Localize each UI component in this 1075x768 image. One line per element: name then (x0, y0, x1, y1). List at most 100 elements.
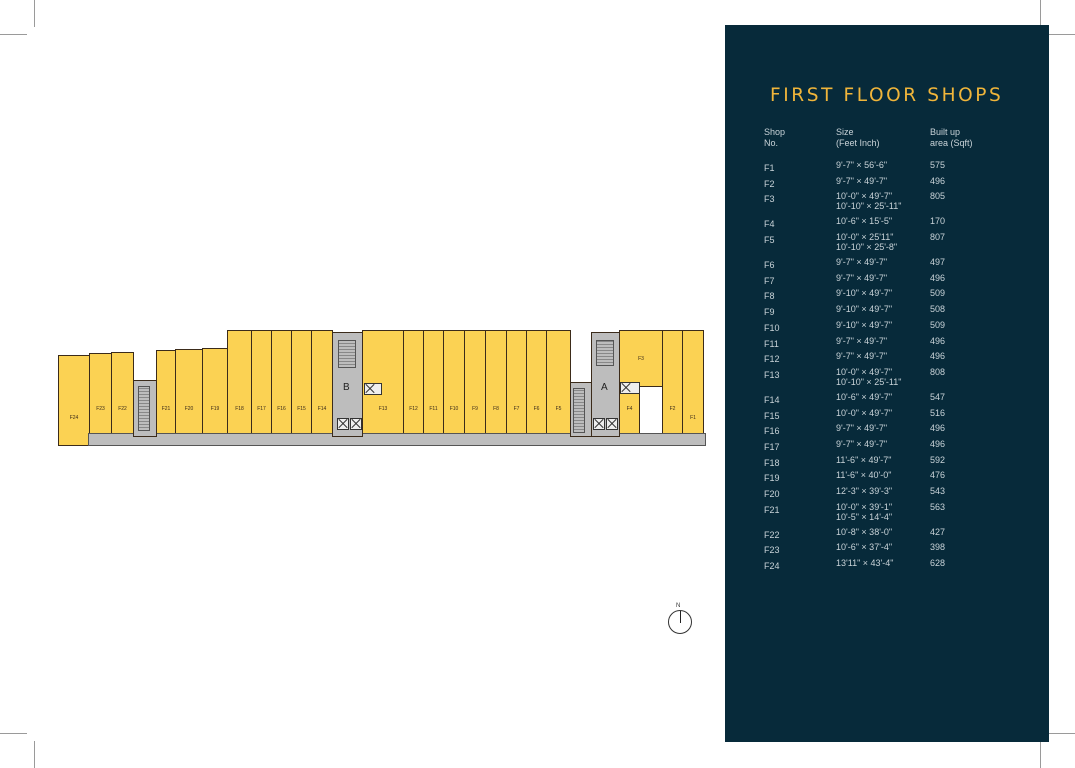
shop-number: F14 (764, 394, 780, 405)
shop-label: F9 (472, 406, 478, 412)
shop-size: 10'-6" × 37'-4" (836, 542, 892, 552)
shop-size: 9'-7" × 49'-7" (836, 273, 887, 283)
shop-number: F23 (764, 545, 780, 556)
size-line: 12'-3" × 39'-3" (836, 486, 893, 496)
shop-unit: F2 (662, 330, 683, 437)
size-line: 10'-0" × 25'11" (836, 232, 894, 243)
shop-number: F1 (764, 163, 775, 173)
shop-unit: F18 (227, 330, 252, 437)
size-line: 10'-5" × 14'-4" (836, 511, 893, 522)
lift-icon (364, 383, 382, 395)
size-line: 9'-7" × 49'-7" (836, 175, 888, 186)
staircase-icon (138, 386, 150, 431)
shop-unit: F16 (271, 330, 292, 437)
shop-size: 9'-7" × 49'-7" (836, 423, 887, 433)
shop-unit: F21 (156, 350, 176, 437)
size-line: 9'-7" × 49'-7" (836, 257, 888, 268)
size-line: 9'-7" × 49'-7" (836, 438, 888, 449)
built-up-area: 496 (930, 335, 946, 346)
shop-label: F18 (235, 406, 244, 412)
size-line: 10'-10" × 25'-11" (836, 376, 902, 387)
shop-number: F24 (764, 561, 780, 572)
built-up-area: 496 (930, 272, 946, 283)
shop-size: 12'-3" × 39'-3" (836, 486, 892, 496)
shop-number: F12 (764, 354, 780, 365)
built-up-area: 508 (930, 304, 946, 315)
shop-number: F7 (764, 275, 775, 286)
shop-number: F13 (764, 369, 780, 380)
shop-size: 13'11" × 43'-4" (836, 558, 893, 568)
crop-mark (0, 733, 27, 734)
header-text: Size (836, 127, 854, 137)
shop-number: F16 (764, 426, 780, 437)
crop-mark (1040, 741, 1041, 768)
shop-size: 11'-6" × 40'-0" (836, 470, 891, 480)
shop-size: 9'-7" × 49'-7" (836, 257, 887, 267)
shop-unit: F20 (175, 349, 203, 437)
header-text: Shop (764, 127, 786, 137)
size-line: 9'-7" × 49'-7" (836, 423, 888, 434)
header-area: Built up area (Sqft) (930, 127, 973, 149)
shop-number: F10 (764, 322, 780, 333)
shop-details-panel: FIRST FLOOR SHOPS Shop No. Size (Feet In… (725, 25, 1049, 742)
shop-label: F15 (297, 406, 306, 412)
built-up-area: 547 (930, 391, 946, 402)
shop-size: 9'-10" × 49'-7" (836, 304, 892, 314)
shop-unit: F6 (526, 330, 547, 437)
shop-number: F17 (764, 441, 780, 452)
shop-size: 9'-10" × 49'-7" (836, 288, 892, 298)
header-text: Built up (930, 127, 961, 137)
corridor (88, 433, 706, 446)
size-line: 9'-10" × 49'-7" (836, 304, 893, 315)
shop-number: F22 (764, 529, 780, 540)
shop-unit: F10 (443, 330, 465, 437)
shop-unit: F23 (89, 353, 112, 437)
shop-number: F19 (764, 473, 780, 484)
size-line: 10'-6" × 49'-7" (836, 391, 893, 402)
size-line: 10'-0" × 39'-1" (836, 501, 893, 512)
shop-label: F21 (161, 406, 171, 412)
crop-mark (1048, 34, 1075, 35)
shop-label: F7 (513, 406, 520, 412)
compass-label: N (676, 603, 681, 609)
crop-mark (34, 741, 35, 768)
shop-size: 9'-7" × 49'-7" (836, 336, 887, 346)
core-a-label: A (601, 382, 608, 393)
table-row: F14 10'-6" × 49'-7" 547 (725, 392, 1049, 408)
size-line: 10'-10" × 25'-11" (836, 201, 902, 212)
shop-size: 10'-0" × 49'-7" (836, 408, 892, 418)
shop-label: F1 (690, 415, 696, 421)
size-line: 10'-10" × 25'-8" (836, 242, 898, 253)
built-up-area: 563 (930, 501, 946, 512)
shop-number: F8 (764, 291, 775, 302)
shop-label: F8 (493, 406, 499, 412)
shop-size: 11'-6" × 49'-7" (836, 455, 891, 465)
built-up-area: 808 (930, 366, 946, 377)
shop-unit: F3 (619, 330, 663, 387)
shop-label: F19 (210, 406, 220, 412)
built-up-area: 807 (930, 232, 946, 243)
shop-unit: F24 (58, 355, 90, 446)
built-up-area: 575 (930, 160, 946, 170)
header-shop-no: Shop No. (764, 127, 785, 149)
size-line: 9'-7" × 49'-7" (836, 335, 888, 346)
shop-label: F10 (449, 406, 459, 412)
header-text: area (Sqft) (930, 138, 973, 148)
shop-size: 10'-0" × 49'-7"10'-10" × 25'-11" (836, 191, 901, 211)
size-line: 11'-6" × 40'-0" (836, 470, 892, 481)
shop-label: F5 (555, 406, 562, 412)
shop-number: F20 (764, 489, 780, 499)
table-row: F22 10'-8" × 38'-0" 427 (725, 527, 1049, 543)
shop-label: F3 (638, 356, 644, 362)
built-up-area: 427 (930, 526, 946, 537)
shop-unit: F9 (464, 330, 486, 437)
size-line: 10'-8" × 38'-0" (836, 526, 893, 537)
